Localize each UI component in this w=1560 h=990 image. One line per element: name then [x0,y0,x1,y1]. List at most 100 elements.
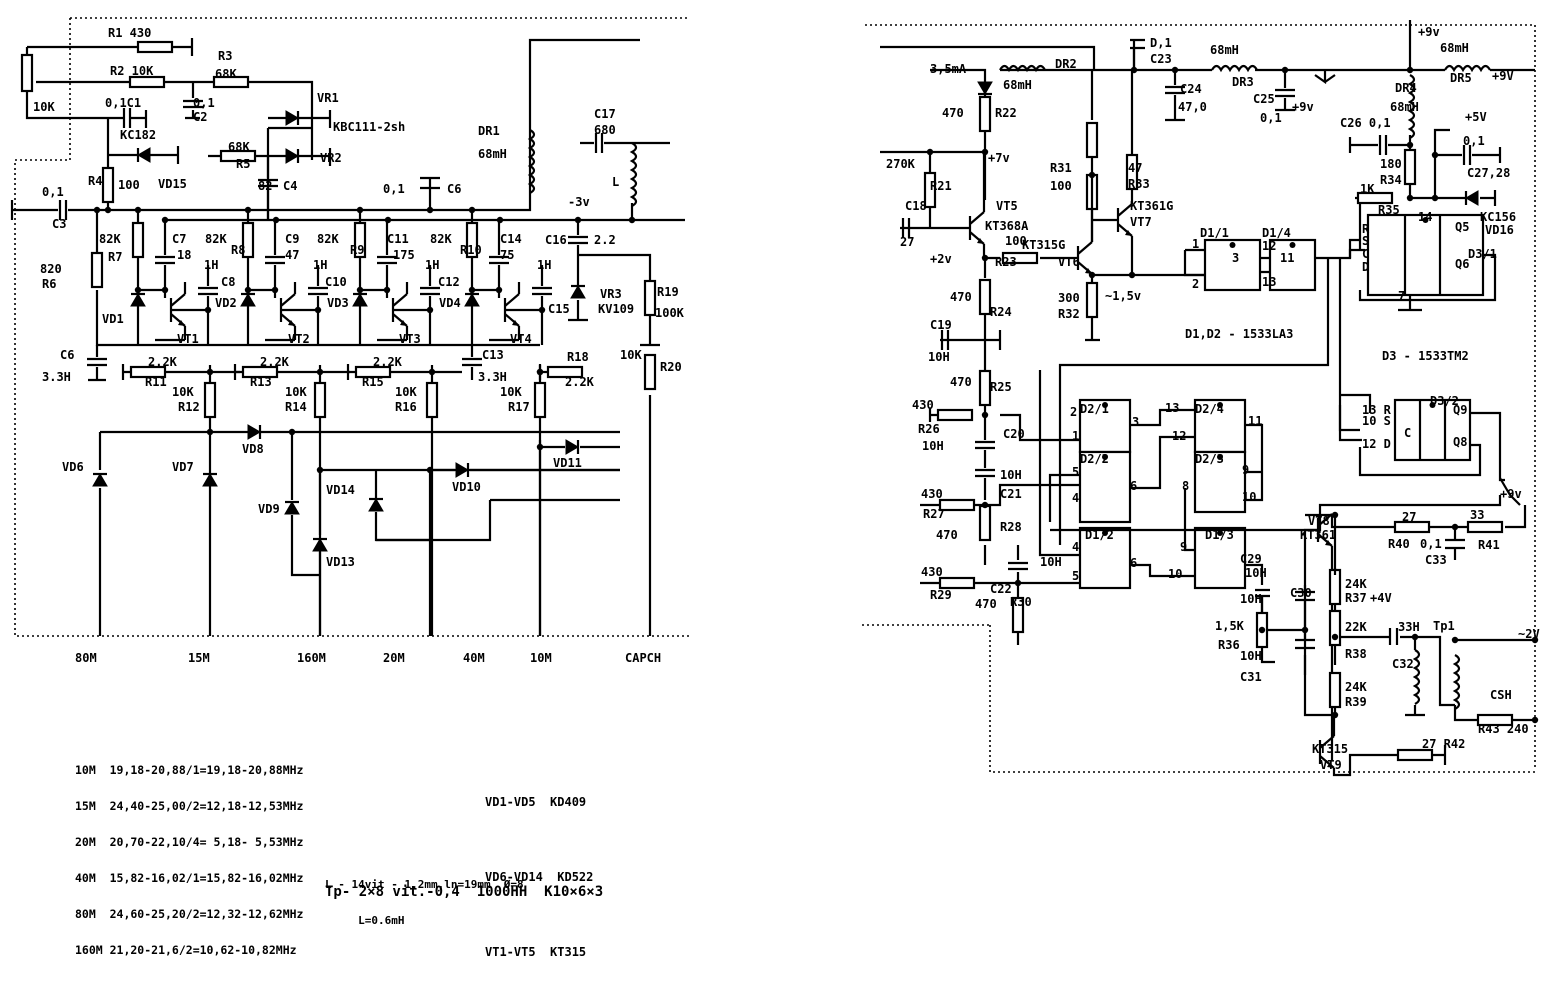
component-label: R20 [660,360,682,374]
wire [377,255,397,265]
inductor-icon [1412,649,1421,705]
part-type: VT1-VT5 KT315 [485,945,587,959]
transistor-emitter-arrow [977,238,984,244]
transistor-emitter-arrow [512,320,519,326]
component-label: VT4 [510,332,532,346]
component-label: C27,28 [1467,166,1510,180]
gate-marker [1217,454,1223,460]
junction-dot [1431,194,1439,202]
gate-marker [1102,402,1108,408]
junction-dot [981,501,989,509]
component-label: DR1 [478,124,500,138]
component-label: 6 [1130,479,1137,493]
component-label: 68K [228,140,250,154]
component-label: 1H [537,258,551,272]
diode-icon [570,285,586,299]
component-label: VD1 [102,312,124,326]
component-label: 10K [395,385,417,399]
component-label: VD15 [158,177,187,191]
component-label: 68K [215,67,237,81]
diode-icon [1465,190,1479,206]
wire [1415,635,1455,707]
component-label: DR5 [1450,71,1472,85]
component-label: VD14 [326,483,355,497]
resistor [313,381,327,419]
component-label: R7 [108,250,122,264]
wire [578,253,652,636]
component-label: 4 [1072,491,1079,505]
wire [462,357,482,367]
component-label: C6 [447,182,461,196]
component-label: VT5 [996,199,1018,213]
component-label: D1,D2 - 1533LA3 [1185,327,1293,341]
component-label: 100K [655,306,685,320]
junction-dot [1451,636,1459,644]
component-label: D [1362,260,1369,274]
resistor [1396,748,1434,762]
component-label: 6 [1130,556,1137,570]
component-label: VD16 [1485,223,1514,237]
component-label: 5 [1072,569,1079,583]
inductor-icon [1407,74,1416,139]
component-label: C33 [1425,553,1447,567]
component-label: C12 [438,275,460,289]
resistor [978,95,992,133]
component-label: D1/1 [1200,226,1229,240]
logic-gate [1203,238,1262,292]
diode-icon [368,498,384,512]
component-label: 1H [313,258,327,272]
component-label: KC182 [120,128,156,142]
component-label: DR3 [1232,75,1254,89]
gate-marker [1422,217,1429,223]
wire [568,235,588,245]
component-label: R34 [1380,173,1402,187]
component-label: 24K [1345,680,1367,694]
resistor [923,171,937,209]
wire [975,440,995,450]
component-label: Q9 [1453,403,1467,417]
component-label: 1 [1192,237,1199,251]
component-label: +2v [930,252,952,266]
component-label: R3 [218,49,232,63]
junction-dot [538,306,546,314]
logic-gate [1193,450,1247,514]
wire [975,468,995,478]
wire [930,20,1535,82]
component-label: 2 [1070,405,1077,419]
component-label: C10 [325,275,347,289]
resistor [219,149,257,163]
component-label: 10 S [1362,414,1391,428]
component-label: C25 [1253,92,1275,106]
component-label: R25 [990,380,1012,394]
resistor [938,576,976,590]
component-label: C8 [221,275,235,289]
component-label: R21 [930,179,952,193]
component-label: D3/1 [1468,247,1497,261]
component-label: 22K [1345,620,1367,634]
gate-marker [1229,242,1236,248]
inductor-icon [1444,64,1491,73]
component-label: C6 [60,348,74,362]
component-label: R9 [350,243,364,257]
component-label: VD11 [553,456,582,470]
component-label: C13 [482,348,504,362]
resistor [1011,596,1025,634]
component-label: C18 [905,199,927,213]
component-label: R24 [990,305,1012,319]
junction-dot [1130,66,1138,74]
component-label: R19 [657,285,679,299]
component-label: VD3 [327,296,349,310]
band-row: 40M 15,82-16,02/1=15,82-16,02MHz [75,871,304,885]
resistor [643,279,657,317]
component-label: C17 [594,107,616,121]
component-label: VD2 [215,296,237,310]
wire [1130,408,1264,502]
component-label: 10K [172,385,194,399]
diode-icon [464,293,480,307]
component-label: 1H [204,258,218,272]
junction-dot [981,411,989,419]
component-label: 10H [1040,555,1062,569]
wire [420,286,440,296]
band-row: 160M 21,20-21,6/2=10,62-10,82MHz [75,943,297,957]
component-label: 100 [118,178,140,192]
